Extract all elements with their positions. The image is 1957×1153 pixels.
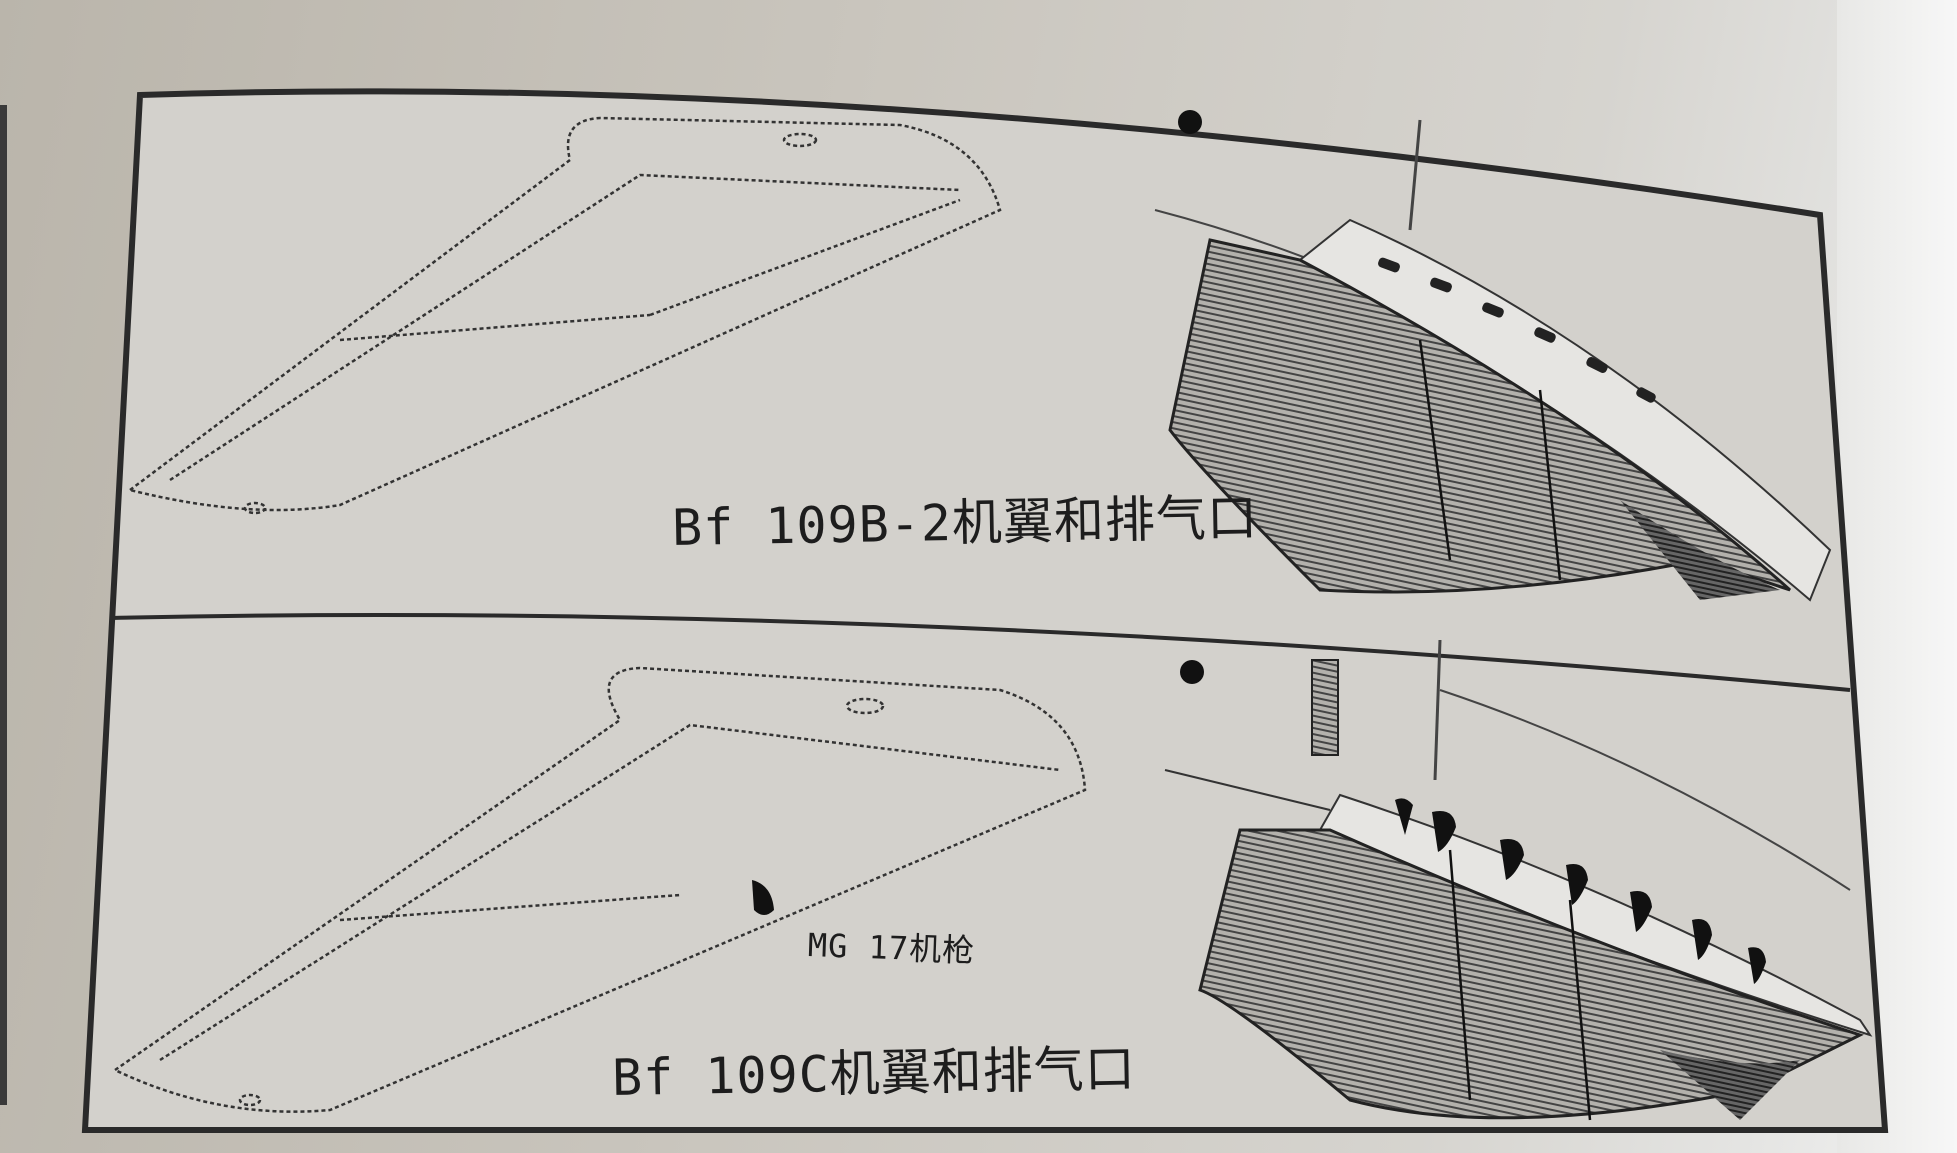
bottom-exhaust-drawing xyxy=(1164,639,1873,1121)
mg17-gun-mark xyxy=(752,880,774,915)
caption-bottom: Bf 109C机翼和排气口 xyxy=(611,1039,1137,1107)
bottom-wing-drawing xyxy=(112,666,1087,1113)
annotation-mg17: MG 17机枪 xyxy=(807,926,976,970)
top-wing-drawing xyxy=(127,116,1002,515)
top-exhaust-drawing xyxy=(1154,110,1832,602)
figure-divider xyxy=(111,613,1851,692)
adjacent-page-edge xyxy=(0,105,7,1105)
caption-top: Bf 109B-2机翼和排气口 xyxy=(671,488,1259,557)
